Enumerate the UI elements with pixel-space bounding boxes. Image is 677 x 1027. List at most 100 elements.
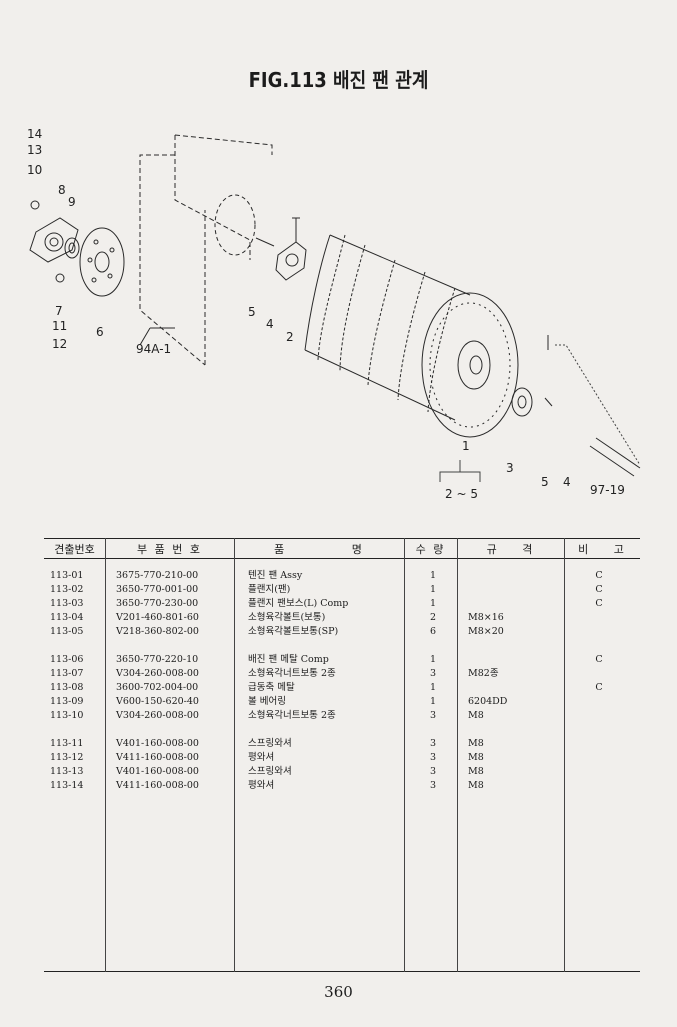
callout-94a-1: 94A-1 (136, 342, 171, 356)
page-number: 360 (324, 983, 353, 1001)
cell-qty: 3 (429, 752, 437, 763)
cell-name: 플랜지(팬) (248, 584, 291, 595)
cell-name: 소형육각볼트(보통) (248, 612, 326, 623)
fan-drum-part-1 (304, 234, 519, 438)
cell-no: 113-13 (50, 766, 84, 777)
col-divider (105, 538, 106, 972)
cell-no: 113-07 (50, 668, 84, 679)
cell-qty: 3 (429, 738, 437, 749)
nut-part-10 (30, 200, 40, 210)
cell-spec: M8 (468, 738, 484, 749)
cell-qty: 1 (429, 584, 437, 595)
callout-10: 10 (27, 163, 42, 177)
cell-part-no: 3600-702-004-00 (116, 682, 199, 693)
cell-no: 113-08 (50, 682, 84, 693)
cell-qty: 3 (429, 780, 437, 791)
callout-1: 1 (462, 439, 470, 453)
cell-qty: 3 (429, 766, 437, 777)
cell-qty: 2 (429, 612, 437, 623)
cell-spec: M8×16 (468, 612, 504, 623)
callout-9: 9 (68, 195, 76, 209)
header-qty: 수 량 (415, 543, 446, 556)
table-row: 113-11 V401-160-008-00 스프링와셔 3 M8 (44, 737, 640, 751)
cell-no: 113-01 (50, 570, 84, 581)
bearing-part-9 (64, 237, 80, 259)
header-note: 비 고 (578, 543, 626, 556)
bolt-part-5-right (544, 397, 553, 407)
callout-5-left: 5 (248, 305, 256, 319)
callout-8: 8 (58, 183, 66, 197)
cell-part-no: 3650-770-230-00 (116, 598, 199, 609)
cell-qty: 3 (429, 710, 437, 721)
col-divider (564, 538, 565, 972)
cell-qty: 1 (429, 654, 437, 665)
cell-qty: 1 (429, 570, 437, 581)
cell-no: 113-09 (50, 696, 84, 707)
table-row: 113-13 V401-160-008-00 스프링와셔 3 M8 (44, 765, 640, 779)
header-name: 품 명 (274, 543, 364, 556)
cell-no: 113-04 (50, 612, 84, 623)
callout-6: 6 (96, 325, 104, 339)
cell-part-no: V401-160-008-00 (116, 766, 199, 777)
cell-name: 소형육각너트보통 2종 (248, 710, 336, 721)
callout-3: 3 (506, 461, 514, 475)
cell-name: 배진 팬 메탈 Comp (248, 654, 329, 665)
cell-name: 급동축 메탈 (248, 682, 295, 693)
cell-part-no: 3650-770-220-10 (116, 654, 199, 665)
cell-spec: 6204DD (468, 696, 508, 707)
cell-name: 소형육각너트보통 2종 (248, 668, 336, 679)
callout-97-19: 97-19 (590, 483, 625, 497)
cell-spec: M8 (468, 766, 484, 777)
bolt-part-5 (255, 237, 275, 247)
cell-qty: 3 (429, 668, 437, 679)
table-top-rule (44, 538, 640, 539)
col-divider (457, 538, 458, 972)
mounting-plate (139, 134, 273, 366)
callout-4-right: 4 (563, 475, 571, 489)
table-header-rule (44, 558, 640, 559)
cell-no: 113-06 (50, 654, 84, 665)
cell-spec: M8 (468, 710, 484, 721)
cell-name: 평와셔 (248, 780, 275, 791)
callout-5-right: 5 (541, 475, 549, 489)
callout-13: 13 (27, 143, 42, 157)
cell-qty: 6 (429, 626, 437, 637)
cell-part-no: V218-360-802-00 (116, 626, 199, 637)
cell-name: 텐진 팬 Assy (248, 570, 303, 581)
cell-part-no: V401-160-008-00 (116, 738, 199, 749)
cell-name: 평와셔 (248, 752, 275, 763)
callout-2: 2 (286, 330, 294, 344)
cell-name: 스프링와셔 (248, 738, 292, 749)
cell-qty: 1 (429, 696, 437, 707)
fan-boss-part-3 (511, 387, 533, 417)
callout-4-left: 4 (266, 317, 274, 331)
cell-no: 113-05 (50, 626, 84, 637)
flange-part-8 (29, 217, 79, 263)
cell-name: 소형육각볼트보통(SP) (248, 626, 339, 637)
cell-no: 113-10 (50, 710, 84, 721)
col-divider (234, 538, 235, 972)
cell-name: 볼 베어링 (248, 696, 286, 707)
exploded-parts-diagram: 14 13 10 8 9 7 11 12 6 94A-1 5 4 2 1 2 ~… (27, 127, 641, 501)
cell-no: 113-12 (50, 752, 84, 763)
cell-part-no: V304-260-008-00 (116, 710, 199, 721)
header-no: 견출번호 (54, 543, 95, 556)
cell-no: 113-03 (50, 598, 84, 609)
cell-name: 스프링와셔 (248, 766, 292, 777)
cell-note: C (595, 598, 603, 609)
cell-no: 113-14 (50, 780, 84, 791)
bolt-part-4 (292, 217, 300, 242)
cell-part-no: 3675-770-210-00 (116, 570, 199, 581)
disc-part-6 (79, 227, 125, 297)
callout-2-to-5: 2 ~ 5 (445, 487, 478, 501)
cell-no: 113-11 (50, 738, 84, 749)
